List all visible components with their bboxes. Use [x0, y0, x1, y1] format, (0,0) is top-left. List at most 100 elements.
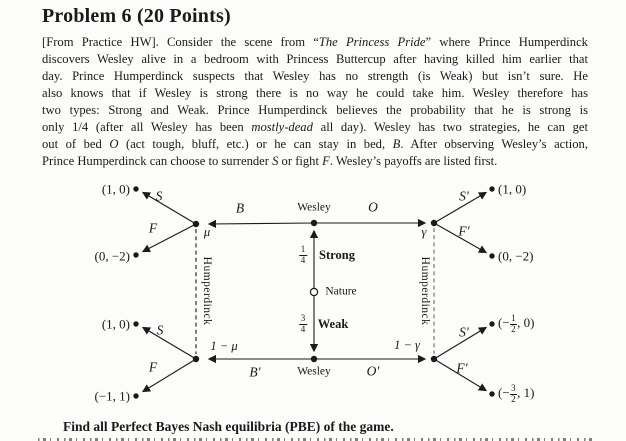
info-set-label-humperdinck-right: Humperdinck [418, 256, 431, 326]
node-mu [192, 220, 200, 228]
text-segment-italic: S [272, 154, 279, 168]
node-gamma [430, 219, 438, 227]
text-segment: . Wesley’s payoffs are listed first. [329, 154, 498, 168]
fraction-numerator: 3 [509, 383, 518, 395]
text-segment: day. Prince Humperdinck suspects that We… [42, 69, 588, 83]
action-label-B-prime: B′ [249, 364, 261, 380]
player-label-wesley-bottom: Wesley [297, 365, 331, 378]
payoff-top-left-s: (1, 0) [101, 181, 130, 197]
payoff-prefix: (− [498, 384, 510, 400]
payoff-bottom-left-f: (−1, 1) [94, 388, 131, 404]
fraction-denominator: 2 [511, 394, 516, 404]
payoff-top-left-f: (0, −2) [94, 248, 131, 264]
text-segment: or fight [278, 154, 323, 168]
task-statement: Find all Perfect Bayes Nash equilibria (… [63, 419, 394, 434]
terminal-bottom-left-s [133, 321, 139, 327]
paragraph-line: also knows that if Wesley is strong ther… [42, 85, 588, 102]
terminal-top-left-s [133, 186, 139, 192]
action-label-S-prime-bottom-right: S′ [459, 324, 469, 340]
action-label-O-prime: O′ [366, 363, 380, 379]
action-label-O: O [368, 199, 378, 215]
payoff-prefix: (− [498, 314, 510, 330]
payoff-suffix: , 0) [517, 314, 535, 330]
belief-label-one-minus-mu: 1 − μ [210, 338, 238, 353]
text-segment: also knows that if Wesley is strong ther… [42, 86, 588, 100]
text-segment: ” where Prince Humperdinck [425, 35, 588, 49]
type-label-strong: Strong [319, 247, 355, 262]
text-segment: . After observing Wesley’s action, [400, 137, 588, 151]
edge-S-prime-bottom-right [433, 326, 488, 360]
text-segment: only 1/4 (after all Wesley has been [42, 120, 252, 134]
info-set-label-humperdinck-left: Humperdinck [200, 256, 213, 326]
terminal-bottom-right-s [489, 321, 495, 327]
text-segment-italic: F [322, 154, 330, 168]
paragraph-line: only 1/4 (after all Wesley has been most… [42, 119, 588, 136]
terminal-bottom-right-f [489, 391, 495, 397]
edge-S-prime-top-right [433, 191, 488, 224]
edge-S-bottom-left [141, 326, 197, 360]
edge-B [207, 219, 315, 229]
edge-F-prime-top-right [433, 222, 488, 254]
action-label-S-top-left: S [155, 188, 163, 204]
text-segment: discovers Wesley alive in a bedroom with… [42, 52, 588, 66]
action-label-S-prime-top-right: S′ [459, 188, 469, 204]
belief-label-one-minus-gamma: 1 − γ [394, 337, 420, 352]
text-segment: out of bed [42, 137, 110, 151]
action-label-F-bottom-left: F [148, 359, 158, 375]
edge-F-prime-bottom-right [433, 358, 488, 392]
text-segment-italic: mostly-dead [251, 120, 313, 134]
text-segment: [From Practice HW]. Consider the scene f… [42, 35, 319, 49]
action-label-S-bottom-left: S [156, 322, 164, 338]
text-segment-italic: O [109, 137, 119, 151]
text-segment-italic: B [392, 137, 401, 151]
cropped-text-strip [38, 438, 594, 441]
page-title: Problem 6 (20 Points) [42, 5, 231, 27]
paragraph-line: Prince Humperdinck can choose to surrend… [42, 153, 588, 170]
terminal-top-right-f [489, 253, 495, 259]
belief-label-gamma: γ [421, 224, 427, 239]
paragraph-line: discovers Wesley alive in a bedroom with… [42, 51, 588, 68]
text-segment: (act tough, bluff, etc.) or he can stay … [118, 137, 393, 151]
text-segment: two types: Strong and Weak. Prince Humpe… [42, 103, 588, 117]
payoff-bottom-left-s: (1, 0) [101, 316, 130, 332]
paragraph-line: day. Prince Humperdinck suspects that We… [42, 68, 588, 85]
payoff-suffix: , 1) [517, 384, 535, 400]
nature-node [309, 287, 319, 297]
terminal-top-left-f [133, 252, 139, 258]
belief-label-mu: μ [203, 224, 211, 239]
text-segment-italic: The Princess Pride [318, 35, 426, 49]
text-segment: Prince Humperdinck can choose to surrend… [42, 154, 273, 168]
action-label-B: B [235, 200, 245, 216]
edge-S-top-left [141, 191, 197, 225]
terminal-bottom-left-f [133, 393, 139, 399]
node-one-minus-gamma [430, 355, 438, 363]
fraction-denominator: 2 [511, 324, 516, 334]
edge-F-bottom-left [141, 358, 197, 393]
action-label-F-top-left: F [148, 220, 158, 236]
payoff-top-right-s: (1, 0) [498, 181, 527, 197]
nature-label: Nature [325, 285, 357, 298]
edge-F-top-left [141, 223, 197, 253]
fraction-numerator: 1 [299, 244, 307, 256]
problem-statement: [From Practice HW]. Consider the scene f… [42, 34, 588, 170]
type-label-weak: Weak [317, 316, 349, 331]
action-label-F-prime-bottom-right: F′ [456, 360, 468, 376]
node-wesley-bottom [310, 355, 318, 363]
paragraph-line: out of bed O (act tough, bluff, etc.) or… [42, 136, 588, 153]
fraction-numerator: 3 [299, 313, 307, 325]
node-wesley-top [310, 219, 318, 227]
player-label-wesley-top: Wesley [297, 201, 331, 214]
fraction-numerator: 1 [509, 313, 518, 325]
terminal-top-right-s [489, 186, 495, 192]
payoff-top-right-f: (0, −2) [498, 248, 534, 264]
action-label-F-prime-top-right: F′ [458, 223, 470, 239]
fraction-denominator: 4 [300, 255, 306, 265]
paragraph-line: two types: Strong and Weak. Prince Humpe… [42, 102, 588, 119]
fraction-denominator: 4 [300, 324, 306, 334]
text-segment: all day). Wesley has two strategies, he … [312, 120, 588, 134]
